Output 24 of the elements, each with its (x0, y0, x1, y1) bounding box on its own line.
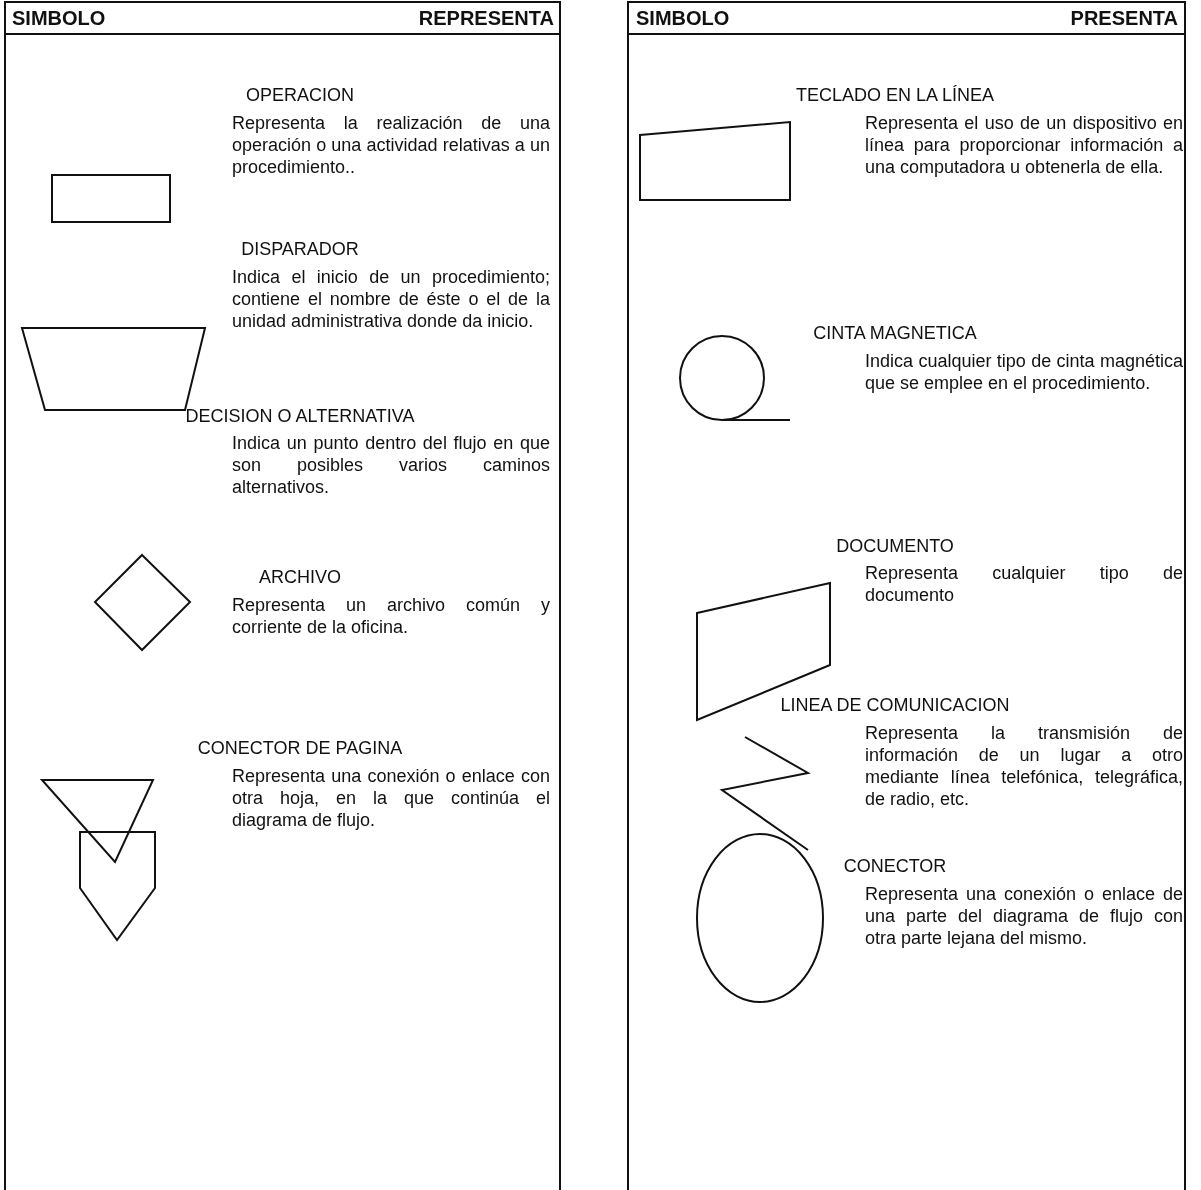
symbol-name: CONECTOR (842, 855, 948, 877)
symbol-description: Representa una conexión o enlace con otra hoja, en la que continúa el diagrama de flujo. (232, 765, 550, 831)
symbol-name: TECLADO EN LA LÍNEA (794, 84, 996, 106)
symbol-description: Representa la transmisión de información de un lugar a otro mediante línea telefónica, telegráfica, de radio, etc. (865, 722, 1183, 810)
column-header: SIMBOLO (12, 6, 107, 30)
column-header: SIMBOLO (636, 6, 731, 30)
symbol-description: Representa una conexión o enlace de una parte del diagrama de flujo con otra parte lejana del mismo. (865, 883, 1183, 949)
symbol-name: DOCUMENTO (835, 535, 955, 557)
symbol-description: Indica un punto dentro del flujo en que son posibles varios caminos alternativos. (232, 432, 550, 498)
column-header: PRESENTA (1069, 6, 1178, 30)
symbol-name: LINEA DE COMUNICACION (779, 694, 1011, 716)
symbol-name: DISPARADOR (240, 238, 360, 260)
symbol-name: OPERACION (245, 84, 355, 106)
symbol-name: CINTA MAGNETICA (812, 322, 978, 344)
symbol-description: Representa un archivo común y corriente de la oficina. (232, 594, 550, 638)
symbol-description: Representa el uso de un dispositivo en línea para proporcionar información a una computadora u obtenerla de ella. (865, 112, 1183, 178)
symbol-description: Indica el inicio de un procedimiento; contiene el nombre de éste o el de la unidad administrativa donde da inicio. (232, 266, 550, 332)
symbol-name: CONECTOR DE PAGINA (196, 737, 404, 759)
symbol-description: Representa la realización de una operación o una actividad relativas a un procedimiento.. (232, 112, 550, 178)
symbol-description: Indica cualquier tipo de cinta magnética que se emplee en el procedimiento. (865, 350, 1183, 394)
symbol-description: Representa cualquier tipo de documento (865, 562, 1183, 606)
symbol-name: DECISION O ALTERNATIVA (184, 405, 416, 427)
symbol-name: ARCHIVO (258, 566, 342, 588)
column-header: REPRESENTA (417, 6, 554, 30)
